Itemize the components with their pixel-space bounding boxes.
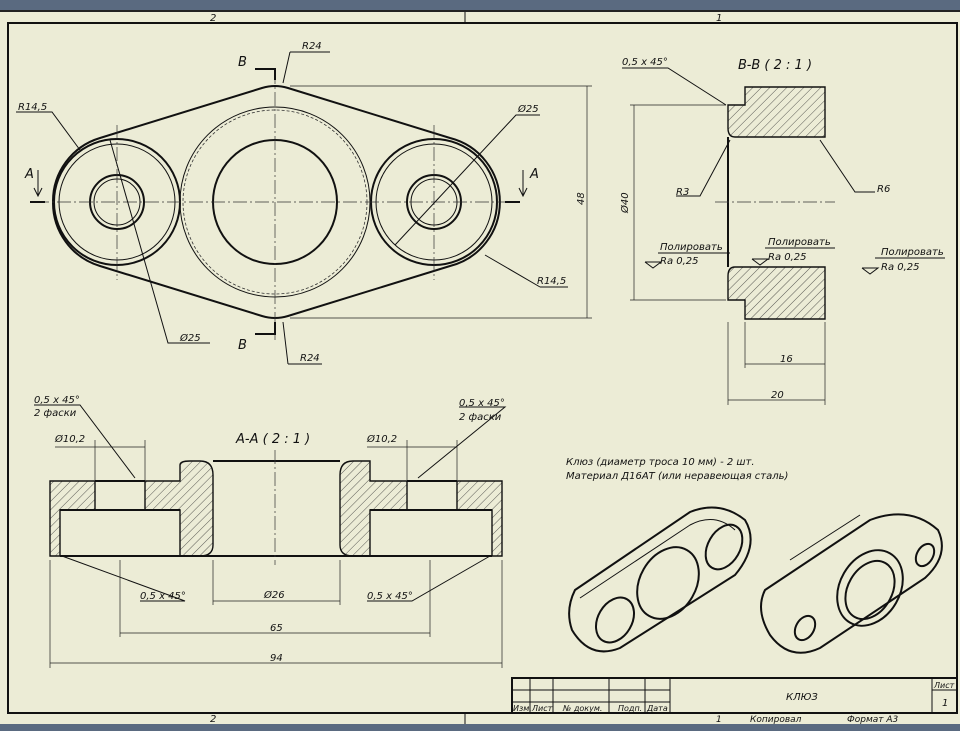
r145-right-label: R14,5 — [537, 276, 566, 287]
section-bb: B-B ( 2 : 1 ) 0,5 x 45° Ø40 R3 R6 16 20 … — [619, 57, 945, 405]
bb-chamfer-label: 0,5 x 45° — [622, 57, 668, 68]
bb-dim-20: 20 — [771, 390, 784, 401]
title-block: Изм. Лист № докум. Подп. Дата КЛЮЗ Лист … — [511, 677, 958, 725]
cut-b-top-label: B — [238, 55, 247, 70]
tb-col-doc: № докум. — [562, 704, 602, 713]
tb-col-sign: Подп. — [618, 704, 642, 713]
tb-col-list: Лист — [531, 704, 553, 713]
surface-finish-1: Полировать Ra 0,25 — [644, 242, 730, 269]
bb-dim-16: 16 — [780, 354, 793, 365]
section-bb-title: B-B ( 2 : 1 ) — [738, 58, 812, 73]
aa-chamfer-left: 0,5 x 45° — [34, 395, 80, 406]
tb-copied: Копировал — [750, 715, 802, 725]
aa-d102-left: Ø10,2 — [54, 433, 85, 445]
zone-bottom-1: 1 — [716, 715, 722, 725]
section-aa: A-A ( 2 : 1 ) 0,5 x 45° 2 фаски 0,5 x 45… — [34, 395, 507, 668]
aa-chamfer-right: 0,5 x 45° — [459, 398, 505, 409]
svg-text:Полировать: Полировать — [768, 237, 831, 248]
outer-border-top — [0, 10, 960, 12]
r24-top-label: R24 — [302, 41, 322, 52]
cut-a-right-label: A — [529, 167, 539, 182]
tb-part-name: КЛЮЗ — [786, 692, 818, 703]
aa-dim-94: 94 — [270, 653, 283, 664]
d25-right-label: Ø25 — [517, 103, 539, 115]
tb-sheet-label: Лист — [933, 681, 955, 690]
aa-chamfer-bottom-right: 0,5 x 45° — [367, 591, 413, 602]
zone-top-1: 1 — [716, 13, 722, 24]
tb-format: Формат А3 — [847, 715, 899, 725]
drawing-frame — [7, 22, 958, 714]
aa-d26: Ø26 — [263, 589, 285, 601]
r24-bottom-label: R24 — [300, 353, 320, 364]
zone-top-2: 2 — [210, 13, 216, 24]
cut-b-bottom-label: B — [238, 338, 247, 353]
r145-left-label: R14,5 — [18, 102, 47, 113]
svg-text:Ra 0,25: Ra 0,25 — [881, 262, 920, 273]
section-aa-title: A-A ( 2 : 1 ) — [235, 432, 310, 447]
note-line-1: Клюз (диаметр троса 10 мм) - 2 шт. — [566, 457, 755, 468]
dim-48-label: 48 — [576, 192, 587, 205]
tb-sheet-number: 1 — [942, 698, 948, 709]
cut-a-left-label: A — [24, 167, 34, 182]
aa-dim-65: 65 — [270, 623, 283, 634]
tb-col-izm: Изм. — [513, 704, 532, 713]
bottom-window-strip — [0, 724, 960, 731]
isometric-view-left — [568, 506, 752, 653]
svg-text:Ra 0,25: Ra 0,25 — [768, 252, 807, 263]
aa-chamfer-left-count: 2 фаски — [34, 408, 77, 419]
bb-r6-label: R6 — [877, 184, 890, 195]
aa-d102-right: Ø10,2 — [366, 433, 397, 445]
bb-d40-label: Ø40 — [619, 192, 631, 214]
d25-left-label: Ø25 — [179, 332, 201, 344]
svg-text:Полировать: Полировать — [660, 242, 723, 253]
svg-text:Ra 0,25: Ra 0,25 — [660, 256, 699, 267]
bb-r3-label: R3 — [676, 187, 689, 198]
aa-chamfer-right-count: 2 фаски — [459, 412, 502, 423]
tb-col-date: Дата — [646, 704, 668, 713]
top-view: B B R24 R24 R14,5 R14,5 Ø25 Ø25 A A 48 — [16, 41, 592, 365]
top-window-strip — [0, 0, 960, 10]
surface-finish-3: Полировать Ra 0,25 — [861, 247, 945, 275]
svg-text:Полировать: Полировать — [881, 247, 944, 258]
zone-bottom-2: 2 — [210, 714, 216, 725]
surface-finish-2: Полировать Ra 0,25 — [751, 237, 835, 266]
aa-chamfer-bottom-left: 0,5 x 45° — [140, 591, 186, 602]
note-line-2: Материал Д16АТ (или неравеющая сталь) — [566, 471, 788, 482]
isometric-view-right — [760, 513, 943, 654]
